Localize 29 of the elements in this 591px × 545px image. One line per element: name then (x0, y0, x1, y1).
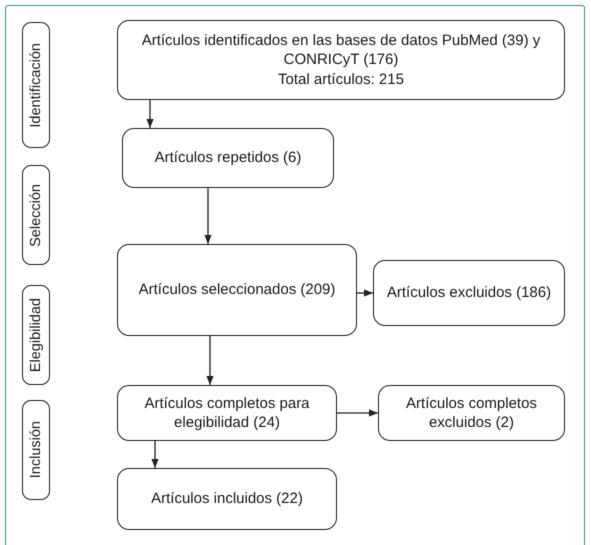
arrow (206, 336, 214, 385)
stage-label: Inclusión (26, 421, 45, 479)
stage-label-box (22, 165, 50, 265)
stage-label: Selección (26, 184, 45, 246)
stage-label: Identificación (26, 42, 45, 128)
process-box (117, 244, 357, 336)
stage-label-box (22, 400, 50, 500)
process-box (117, 468, 337, 530)
stage-label-box (22, 22, 50, 148)
arrow (337, 409, 378, 417)
box-text: Artículos incluidos (22) (151, 489, 303, 509)
stage-label: Elegibilidad (26, 298, 45, 372)
arrow (146, 100, 154, 128)
arrow (151, 441, 159, 468)
box-text: Total artículos: 215 (278, 70, 404, 90)
process-box (373, 260, 565, 326)
process-box (117, 385, 337, 441)
stage-label-box (22, 285, 50, 385)
box-text: Artículos repetidos (6) (154, 148, 302, 168)
arrow (204, 188, 212, 244)
box-text: Artículos identificados en las bases de datos PubMed (39) y CONRICyT (176) (140, 30, 542, 70)
process-box (378, 385, 565, 441)
process-box (117, 20, 565, 100)
box-text: Artículos seleccionados (209) (138, 280, 336, 300)
box-text: Artículos completos para elegibilidad (24) (143, 394, 311, 432)
arrow (357, 289, 373, 297)
box-text: Artículos excluidos (186) (386, 283, 552, 303)
box-text: Artículos completos excluidos (2) (405, 394, 538, 432)
process-box (122, 128, 334, 188)
